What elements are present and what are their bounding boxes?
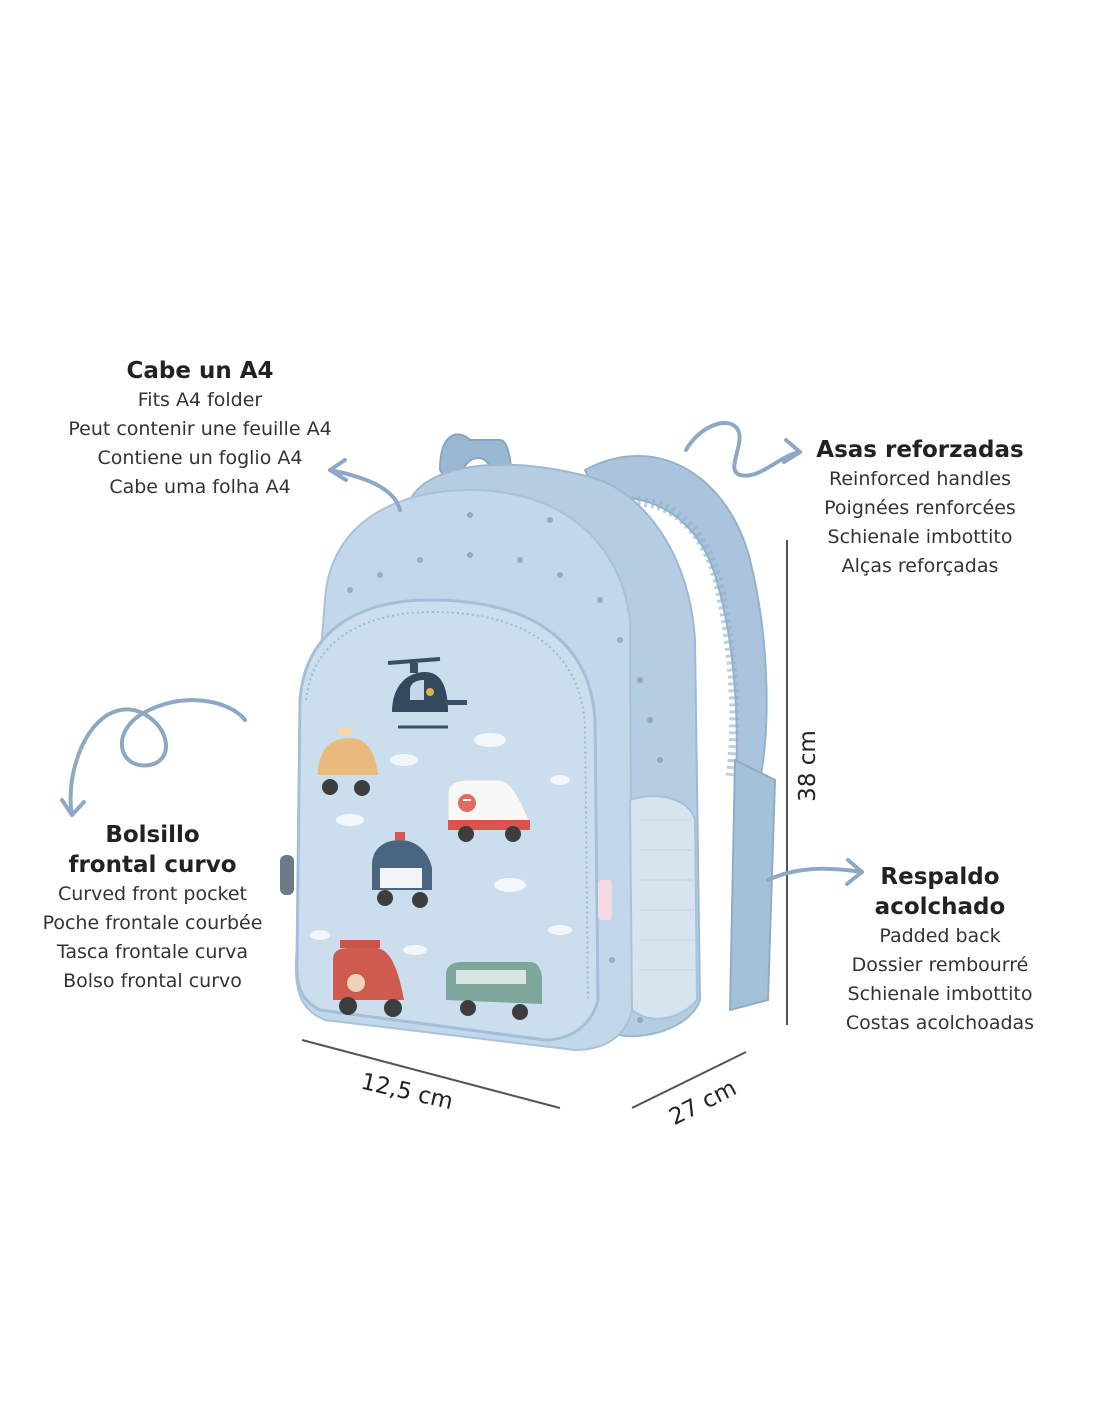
feature-pocket-title: Bolsillo <box>105 822 200 848</box>
feature-back-line: Padded back <box>879 925 1001 947</box>
arrow-back <box>766 866 864 882</box>
arrow-a4-head <box>328 458 348 482</box>
feature-handles-line: Schienale imbottito <box>827 526 1013 548</box>
police-car-icon <box>372 832 432 908</box>
helicopter-icon <box>387 657 467 729</box>
cloud-decorations <box>310 733 572 955</box>
feature-handles-line: Poignées renforcées <box>824 497 1016 519</box>
feature-a4-line: Cabe uma folha A4 <box>109 476 291 498</box>
feature-back-title: acolchado <box>874 894 1006 920</box>
arrow-decorations <box>60 420 864 886</box>
feature-pocket-title: frontal curvo <box>68 852 237 878</box>
feature-handles: Asas reforzadas Reinforced handles Poign… <box>790 435 1050 581</box>
feature-handles-title: Asas reforzadas <box>816 437 1024 463</box>
feature-a4-title: Cabe un A4 <box>126 358 274 384</box>
pocket-zipper <box>305 610 589 1001</box>
width-measure-line <box>631 1051 747 1109</box>
lower-strap <box>728 758 777 1012</box>
taxi-icon <box>318 728 378 796</box>
arrow-pocket-head <box>60 798 86 817</box>
feature-back-line: Schienale imbottito <box>847 983 1033 1005</box>
front-pocket <box>295 598 600 1042</box>
zipper-pull <box>280 855 294 895</box>
arrow-handles <box>684 420 802 478</box>
feature-a4-line: Peut contenir une feuille A4 <box>68 418 332 440</box>
arrow-a4 <box>328 468 402 512</box>
arrow-handles-head <box>782 438 802 464</box>
feature-back-line: Dossier rembourré <box>851 954 1029 976</box>
arrow-back-head <box>845 858 864 886</box>
strap-padding <box>608 496 740 781</box>
side-tab <box>598 880 612 920</box>
feature-back-title: Respaldo <box>880 864 1000 890</box>
pattern-dots <box>347 512 663 1023</box>
feature-pocket: Bolsillo frontal curvo Curved front pock… <box>20 820 285 996</box>
dimension-height: 38 cm <box>795 730 821 802</box>
bus-icon <box>446 962 542 1020</box>
feature-handles-line: Reinforced handles <box>829 468 1011 490</box>
feature-back-line: Costas acolchoadas <box>845 1012 1035 1034</box>
feature-a4-line: Contiene un foglio A4 <box>97 447 303 469</box>
feature-a4-line: Fits A4 folder <box>137 389 263 411</box>
feature-pocket-line: Tasca frontale curva <box>56 941 249 963</box>
ambulance-icon <box>447 779 531 842</box>
arrow-pocket <box>68 698 247 817</box>
feature-back: Respaldo acolchado Padded back Dossier r… <box>820 862 1060 1038</box>
feature-pocket-line: Curved front pocket <box>58 883 247 905</box>
depth-measure-line <box>301 1039 561 1109</box>
feature-pocket-line: Poche frontale courbée <box>42 912 263 934</box>
mesh-pattern <box>640 819 695 971</box>
feature-handles-line: Alças reforçadas <box>841 555 999 577</box>
fire-truck-icon <box>333 940 404 1017</box>
feature-pocket-line: Bolso frontal curvo <box>63 970 242 992</box>
feature-a4: Cabe un A4 Fits A4 folder Peut contenir … <box>40 356 360 502</box>
mesh-pocket <box>628 795 699 1020</box>
